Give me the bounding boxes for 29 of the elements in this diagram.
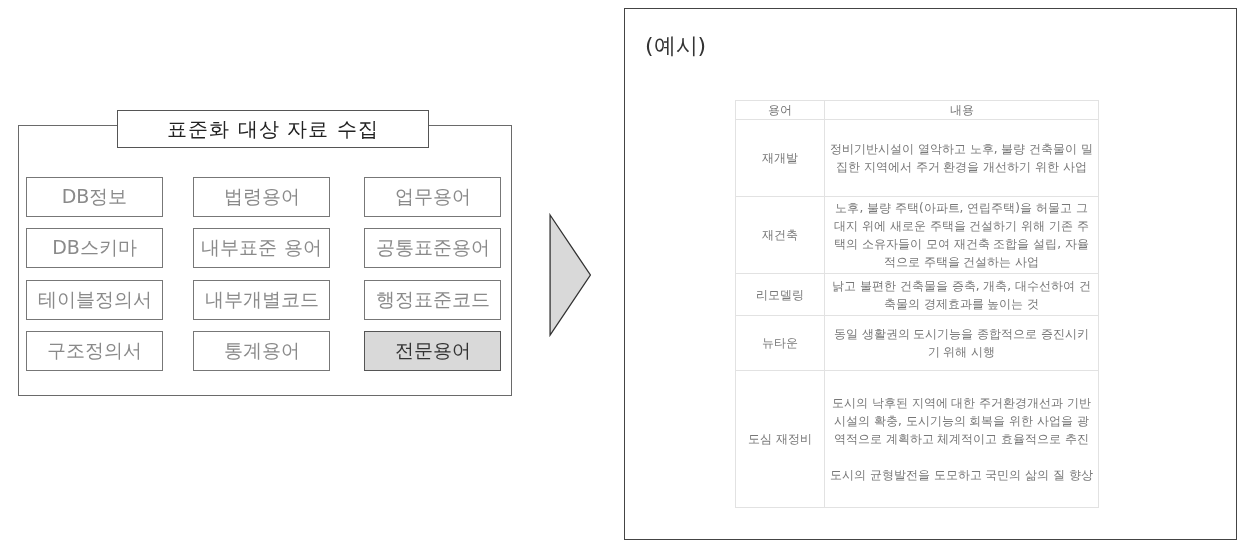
category-box: 전문용어 bbox=[364, 331, 501, 371]
category-box: 통계용어 bbox=[193, 331, 330, 371]
column-header: 용어 bbox=[768, 103, 792, 117]
category-box: 구조정의서 bbox=[26, 331, 163, 371]
chevron-arrow bbox=[549, 212, 592, 338]
cell-text: 재개발 bbox=[762, 151, 798, 165]
cell-text: 도시의 균형발전을 도모하고 국민의 삶의 질 향상 bbox=[829, 467, 1094, 484]
cell-text: 정비기반시설이 열악하고 노후, 불량 건축물이 밀집한 지역에서 주거 환경을 개선하기 위한 사업 bbox=[830, 142, 1093, 174]
cell-text: 재건축 bbox=[762, 228, 798, 242]
cell-text: 뉴타운 bbox=[762, 336, 798, 350]
category-box: 공통표준용어 bbox=[364, 228, 501, 268]
category-box: 법령용어 bbox=[193, 177, 330, 217]
category-box: 내부개별코드 bbox=[193, 280, 330, 320]
column-header: 내용 bbox=[949, 103, 974, 117]
category-box: 내부표준 용어 bbox=[193, 228, 330, 268]
cell-text: 리모델링 bbox=[756, 287, 804, 302]
cell-text: 낡고 불편한 건축물을 증축, 개축, 대수선하여 건축물의 경제효과를 높이는 것 bbox=[832, 278, 1091, 311]
group-title: 표준화 대상 자료 수집 bbox=[117, 110, 429, 148]
category-box: 행정표준코드 bbox=[364, 280, 501, 320]
category-box: DB정보 bbox=[26, 177, 163, 217]
category-box: DB스키마 bbox=[26, 228, 163, 268]
cell-text: 도시의 낙후된 지역에 대한 주거환경개선과 기반시설의 확충, 도시기능의 회복을 위한 사업을 광역적으로 계획하고 체계적이고 효율적으로 추진 bbox=[830, 395, 1093, 448]
example-panel bbox=[624, 8, 1237, 540]
category-box: 테이블정의서 bbox=[26, 280, 163, 320]
panel-title: (예시) bbox=[645, 32, 707, 60]
cell-text: 동일 생활권의 도시기능을 종합적으로 증진시키기 위해 시행 bbox=[833, 327, 1090, 359]
cell-text: 도심 재정비 bbox=[748, 432, 812, 446]
cell-text: 노후, 불량 주택(아파트, 연립주택)을 허물고 그 대지 위에 새로운 주택을 건설하기 위해 기존 주택의 소유자들이 모여 재건축 조합을 설립, 자율적으로 주택을 건설하는 사업 bbox=[834, 201, 1089, 269]
category-box: 업무용어 bbox=[364, 177, 501, 217]
